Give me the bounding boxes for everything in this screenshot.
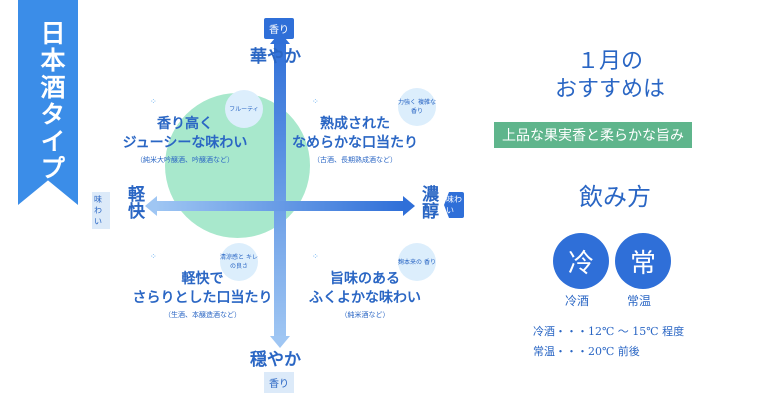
arrow-left-icon [145, 196, 157, 216]
bubble-top-left: フルーティ [225, 90, 263, 128]
quadrant-top-right: 熟成されたなめらかな口当たり（古酒、長期熟成酒など） [292, 116, 418, 164]
room-temp-icon: 常 [615, 233, 671, 289]
left-tag: 味わい [92, 192, 110, 229]
category-banner: 日本酒タイプ [18, 0, 78, 205]
sparkle-icon: ⁘ [312, 252, 320, 261]
room-temp-label: 常温 [627, 294, 652, 308]
bubble-bottom-right: 麹本来の 香り [398, 243, 436, 281]
left-label: 軽快 [124, 185, 144, 219]
bubble-top-right: 力強く 複雑な香り [398, 88, 436, 126]
sparkle-icon: ⁘ [150, 97, 158, 106]
cold-icon: 冷 [553, 233, 609, 289]
sparkle-icon: ⁘ [150, 252, 158, 261]
right-label: 濃醇 [418, 185, 438, 219]
cold-label: 冷酒 [565, 294, 590, 308]
bubble-bottom-left: 清涼感と キレの良さ [220, 243, 258, 281]
bottom-tag: 香り [264, 372, 294, 393]
drink-title: 飲み方 [579, 183, 651, 211]
temperature-notes: 冷酒・・・12℃ 〜 15℃ 程度常温・・・20℃ 前後 [533, 325, 685, 358]
quadrant-bottom-left: 軽快でさらりとした口当たり（生酒、本醸造酒など） [132, 271, 273, 319]
vertical-axis [274, 40, 286, 340]
right-tag: 味わい [444, 192, 464, 218]
recommend-highlight: 上品な果実香と柔らかな旨み [494, 122, 692, 148]
sparkle-icon: ⁘ [312, 97, 320, 106]
quadrant-top-left: 香り高くジューシーな味わい（純米大吟醸酒、吟醸酒など） [122, 116, 248, 164]
quadrant-bottom-right: 旨味のあるふくよかな味わい（純米酒など） [309, 271, 421, 319]
bottom-label: 穏やか [250, 350, 301, 370]
top-label: 華やか [250, 47, 301, 67]
arrow-right-icon [403, 196, 415, 216]
horizontal-axis [155, 201, 405, 211]
top-tag: 香り [264, 18, 294, 39]
recommend-heading: １月のおすすめは [554, 49, 665, 102]
arrow-down-icon [270, 336, 290, 348]
